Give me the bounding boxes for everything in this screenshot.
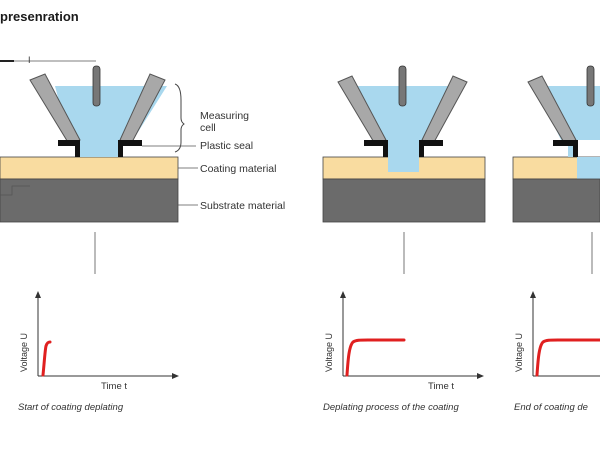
y-axis-label: Voltage U	[324, 333, 334, 372]
coating-layer	[0, 156, 179, 180]
electrode	[398, 65, 407, 107]
substrate-layer	[0, 178, 179, 223]
measuring-cell-brace	[174, 83, 185, 153]
x-axis-arrow	[477, 373, 484, 379]
plastic-seal-left	[553, 140, 578, 157]
y-axis-arrow	[35, 291, 41, 298]
caption-panel-3: End of coating de	[514, 402, 588, 413]
y-axis-label: Voltage U	[19, 333, 29, 372]
plastic-seal-left	[58, 140, 80, 157]
dimension-marker-label: I	[28, 55, 31, 65]
coating-material-label: Coating material	[200, 163, 277, 175]
page-title: presenration	[0, 9, 79, 24]
graph-3: Voltage U	[514, 291, 600, 377]
plastic-seal-right	[118, 140, 142, 157]
y-axis-label: Voltage U	[514, 333, 524, 372]
substrate-layer	[322, 178, 486, 223]
substrate-layer	[512, 178, 600, 223]
voltage-curve	[345, 338, 406, 377]
graph-2: Voltage U Time t	[324, 291, 484, 392]
voltage-curve	[535, 338, 600, 377]
voltage-curve	[41, 340, 52, 377]
deplated-zone	[388, 157, 419, 172]
caption-panel-1: Start of coating deplating	[18, 402, 124, 413]
caption-panel-2: Deplating process of the coating	[323, 402, 459, 413]
y-axis-arrow	[340, 291, 346, 298]
y-axis-arrow	[530, 291, 536, 298]
electrode	[92, 65, 101, 107]
plastic-seal-left	[364, 140, 388, 157]
deplated-zone	[577, 157, 600, 179]
x-axis-label: Time t	[101, 381, 127, 392]
substrate-material-label: Substrate material	[200, 200, 286, 212]
electrode	[586, 65, 595, 107]
cell-panel-1	[0, 65, 179, 274]
measuring-cell-label: Measuring cell	[200, 110, 250, 134]
plastic-seal-label: Plastic seal	[200, 140, 254, 152]
x-axis-label: Time t	[428, 381, 454, 392]
x-axis-arrow	[172, 373, 179, 379]
leader-line-left	[0, 185, 30, 196]
graph-1: Voltage U Time t	[19, 291, 179, 392]
plastic-seal-right	[419, 140, 443, 157]
cell-panel-3	[512, 65, 600, 274]
cell-panel-2	[322, 65, 486, 274]
